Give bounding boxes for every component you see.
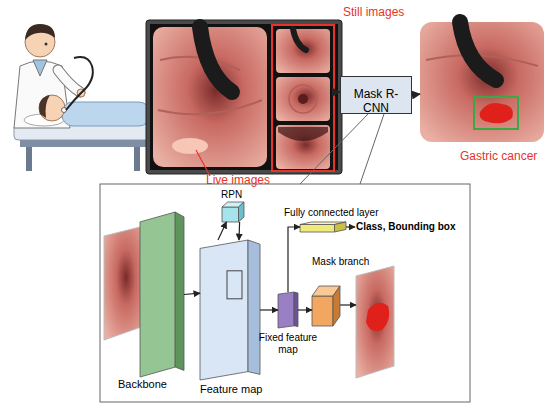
result-photo <box>420 22 544 142</box>
node-label: RPN <box>221 189 242 201</box>
node-label: Mask R-CNN <box>341 88 411 116</box>
leader-line <box>196 150 210 176</box>
node-shape <box>140 212 184 377</box>
flow-arrow <box>260 309 278 310</box>
flow-arrow <box>218 222 226 240</box>
slab-front <box>278 292 294 328</box>
node-shape <box>312 286 340 326</box>
patient-body <box>62 102 150 126</box>
block-side <box>335 222 347 232</box>
doctor-arm-outline <box>58 70 80 92</box>
block-side <box>333 286 340 326</box>
doctor-collar <box>33 60 47 76</box>
fc-layer: Fully connected layer <box>300 222 346 232</box>
still-images-frame: Still images <box>271 24 335 172</box>
lesion <box>172 138 208 154</box>
output-image <box>356 266 394 378</box>
doctor-patient-illustration <box>14 24 152 171</box>
backbone-layer: Backbone <box>140 212 184 377</box>
node-shape <box>300 222 346 232</box>
stomach-fold <box>158 100 262 114</box>
lumen <box>298 94 308 104</box>
slab-side <box>248 240 260 374</box>
zoom-line <box>360 114 384 184</box>
output-mask <box>366 303 389 331</box>
dark-shadow <box>278 127 328 141</box>
monitor-frame <box>146 20 342 174</box>
still-thumbnail <box>276 125 330 169</box>
input-image <box>104 226 144 340</box>
feature-map: Feature map <box>200 240 260 380</box>
doctor-hair <box>25 24 55 40</box>
doctor-eye <box>45 43 48 46</box>
bed-leg <box>26 147 32 171</box>
block-front <box>312 296 333 326</box>
bounding-box <box>474 97 518 129</box>
live-image <box>153 27 267 167</box>
fixed-feature-map: Fixed feature map <box>278 292 298 328</box>
node-label: Mask branch <box>312 256 369 268</box>
rpn-block: RPN <box>222 202 244 222</box>
flow-arrow <box>412 94 420 95</box>
node-label: Backbone <box>118 378 167 391</box>
still-thumbnail <box>276 29 330 73</box>
architecture-inset <box>100 184 470 402</box>
lumen-ring <box>289 85 317 113</box>
bed-frame <box>20 140 146 147</box>
node-label: Feature map <box>200 383 262 396</box>
endoscope-tube <box>460 22 496 80</box>
patient-head <box>39 95 65 121</box>
output-arrow <box>346 226 355 227</box>
block-side <box>239 202 245 222</box>
still-thumbnail <box>276 77 330 121</box>
flow-arrow <box>335 91 340 93</box>
cancer-mask <box>480 103 513 123</box>
model-box: Mask R-CNN <box>340 76 412 114</box>
node-label: Gastric cancer <box>460 150 537 164</box>
result-image <box>420 22 544 142</box>
node-label: Still images <box>343 6 404 20</box>
endoscope-tube <box>200 27 232 92</box>
image-label: Live images <box>206 174 270 188</box>
slab-side <box>175 212 184 370</box>
flow-arrow <box>184 293 200 294</box>
flow-arrow <box>238 222 240 240</box>
endoscope-cable <box>66 57 93 110</box>
node-shape <box>200 240 260 380</box>
node-label: Fixed feature map <box>258 332 318 355</box>
result-image-box: Gastric cancer <box>420 22 544 142</box>
node-shape <box>222 202 244 222</box>
block-front <box>222 207 239 222</box>
patient-hair <box>39 95 50 118</box>
block-front <box>300 225 335 233</box>
slab-front <box>200 240 248 380</box>
endoscope-tube <box>293 29 306 50</box>
output-label: Class, Bounding box <box>356 221 455 233</box>
bed-leg <box>134 147 140 171</box>
proposal-box <box>227 271 242 299</box>
flow-arrow <box>288 227 300 292</box>
flow-arrow <box>298 309 312 310</box>
slab-front <box>140 212 175 377</box>
node-label: Fully connected layer <box>284 207 379 219</box>
output-arrow <box>340 304 356 305</box>
mask-branch: Mask branch <box>312 286 340 326</box>
mouthpiece <box>62 108 67 113</box>
monitor-screen <box>150 24 338 170</box>
monitor <box>146 20 342 174</box>
slab-side <box>294 292 298 327</box>
node-shape <box>278 292 298 328</box>
doctor-arm <box>58 70 80 92</box>
